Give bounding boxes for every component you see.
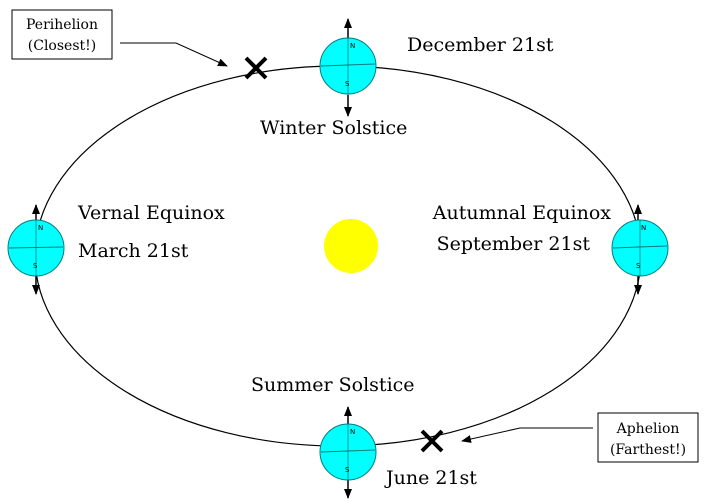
sun (324, 219, 378, 273)
earth-vernal-equinox: N S (7, 204, 65, 295)
aphelion-marker (420, 429, 444, 453)
summer-solstice-label: Summer Solstice (251, 374, 415, 396)
aphelion-callout: Aphelion (Farthest!) (461, 412, 699, 463)
earth-autumnal-equinox: N S (611, 204, 669, 295)
winter-date-label: December 21st (407, 34, 554, 56)
north-pole-label: N (350, 428, 355, 436)
perihelion-title: Perihelion (26, 17, 98, 33)
vernal-equinox-label: Vernal Equinox (77, 202, 225, 224)
winter-solstice-label: Winter Solstice (260, 117, 407, 139)
south-pole-label: S (345, 80, 350, 88)
aphelion-title: Aphelion (616, 421, 680, 437)
autumnal-date-label: September 21st (437, 233, 591, 255)
south-pole-label: S (345, 466, 350, 474)
perihelion-marker (244, 56, 268, 80)
perihelion-note: (Closest!) (28, 38, 96, 54)
north-pole-label: N (350, 42, 355, 50)
vernal-date-label: March 21st (78, 240, 189, 262)
summer-date-label: June 21st (384, 467, 477, 489)
autumnal-equinox-label: Autumnal Equinox (432, 202, 612, 224)
perihelion-callout: Perihelion (Closest!) (11, 9, 228, 67)
earth-summer-solstice: N S (319, 406, 377, 499)
south-pole-label: S (636, 262, 641, 270)
north-pole-label: N (641, 224, 646, 232)
aphelion-note: (Farthest!) (610, 442, 686, 458)
south-pole-label: S (33, 262, 38, 270)
earth-winter-solstice: N S (319, 18, 377, 117)
north-pole-label: N (38, 224, 43, 232)
